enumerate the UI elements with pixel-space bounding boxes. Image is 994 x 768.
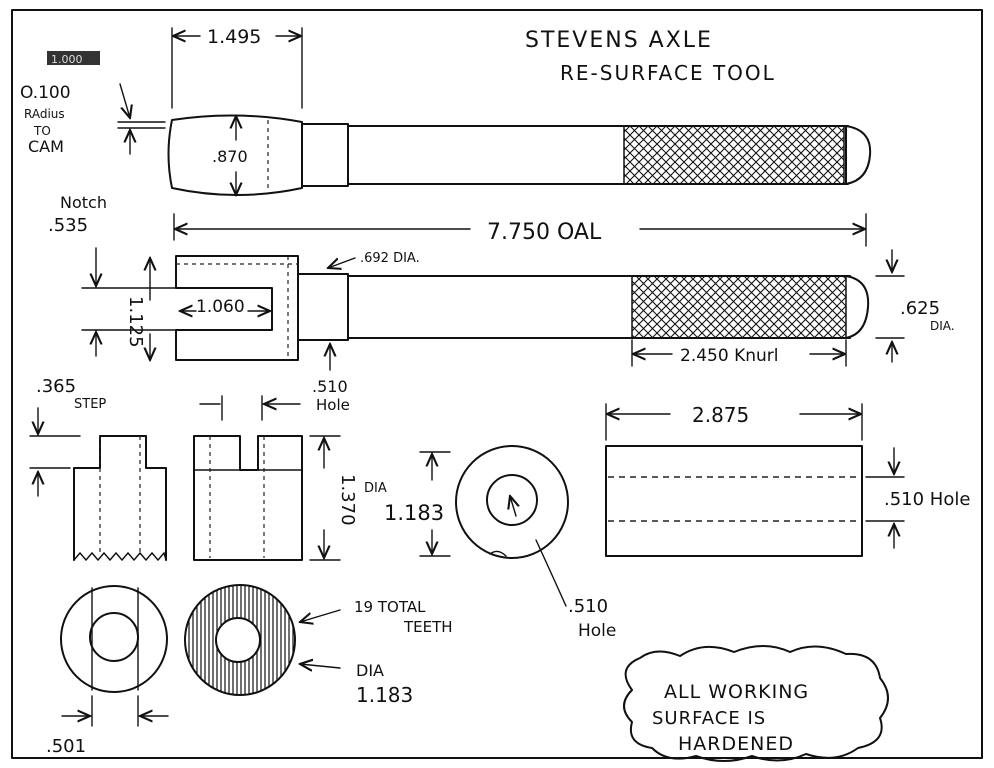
cutter-dia-label: DIA 1.183 <box>300 661 413 707</box>
tool-side-view <box>175 255 870 361</box>
svg-text:7.750 OAL: 7.750 OAL <box>487 220 602 245</box>
cutter-stepped-view <box>73 435 167 562</box>
svg-text:Hole: Hole <box>316 396 350 414</box>
dim-knurl-length: 2.450 Knurl <box>631 339 847 367</box>
svg-text:ALL WORKING: ALL WORKING <box>664 681 809 703</box>
dim-side-height: 1.125 <box>125 258 150 360</box>
svg-text:.870: .870 <box>212 147 248 166</box>
dim-tip-dia: .625 DIA. <box>875 249 955 363</box>
svg-text:O.100: O.100 <box>20 83 71 103</box>
svg-text:2.450 Knurl: 2.450 Knurl <box>680 346 778 366</box>
svg-text:.510 Hole: .510 Hole <box>884 489 970 510</box>
svg-text:.501: .501 <box>46 736 86 757</box>
svg-text:DIA: DIA <box>364 481 387 496</box>
bushing-dia-label: DIA 1.183 <box>364 451 451 557</box>
svg-text:TO: TO <box>33 124 51 138</box>
dim-head-dia: .870 <box>212 116 248 195</box>
bushing-side-hole-label: .510 Hole <box>865 447 970 549</box>
page-border <box>11 9 983 759</box>
svg-text:SURFACE IS: SURFACE IS <box>652 708 766 729</box>
svg-text:.535: .535 <box>48 215 88 236</box>
hardened-note: ALL WORKING SURFACE IS HARDENED <box>623 645 889 762</box>
dim-overall-length: 7.750 OAL <box>173 213 867 247</box>
svg-text:Notch: Notch <box>60 193 107 212</box>
step-label: .365 STEP <box>29 376 106 497</box>
teeth-label: 19 TOTAL TEETH <box>300 598 453 636</box>
bushing-end-view <box>455 445 569 559</box>
tool-top-view <box>167 114 872 196</box>
svg-text:1.370: 1.370 <box>337 474 358 526</box>
svg-text:.510: .510 <box>312 377 348 396</box>
svg-text:HARDENED: HARDENED <box>678 733 794 755</box>
stamp-mark: 1.000 <box>47 51 100 66</box>
svg-text:.365: .365 <box>36 376 76 397</box>
title-line1: STEVENS AXLE <box>525 28 713 53</box>
slot-hole-label: .510 Hole <box>199 377 350 421</box>
cutter-slotted-view <box>193 435 303 561</box>
notch-label: Notch .535 <box>48 193 177 357</box>
svg-text:1.183: 1.183 <box>384 501 444 525</box>
dim-notch-depth: 1.060 <box>180 297 270 317</box>
cutter-teeth-end-view <box>184 584 296 696</box>
dim-bushing-length: 2.875 <box>605 403 863 441</box>
dim-shaft-dia: .692 DIA. <box>328 251 420 371</box>
svg-text:DIA: DIA <box>356 661 384 680</box>
svg-text:1.125: 1.125 <box>125 296 146 348</box>
svg-text:1.183: 1.183 <box>356 683 413 707</box>
svg-text:RAdius: RAdius <box>24 107 65 121</box>
cutter-end-view <box>60 585 168 693</box>
svg-text:19 TOTAL: 19 TOTAL <box>354 598 426 616</box>
svg-text:1.060: 1.060 <box>196 297 245 317</box>
bushing-side-view <box>605 445 863 557</box>
svg-text:STEP: STEP <box>74 397 106 412</box>
svg-text:Hole: Hole <box>578 621 616 641</box>
svg-text:.692 DIA.: .692 DIA. <box>360 251 420 266</box>
dim-bore: .501 <box>46 695 169 757</box>
dim-cutter-height: 1.370 <box>309 435 358 561</box>
bushing-hole-label: .510 Hole <box>535 539 616 641</box>
svg-text:.510: .510 <box>568 596 608 617</box>
radius-to-cam-label: O.100 RAdius TO CAM <box>20 83 166 156</box>
svg-text:1.000: 1.000 <box>51 53 83 66</box>
svg-text:.625: .625 <box>900 298 940 319</box>
title-line2: RE-SURFACE TOOL <box>560 61 776 85</box>
svg-text:CAM: CAM <box>28 137 64 156</box>
svg-text:1.495: 1.495 <box>207 26 261 48</box>
svg-text:DIA.: DIA. <box>930 319 955 333</box>
svg-text:2.875: 2.875 <box>692 403 749 427</box>
dim-head-length: 1.495 <box>171 26 303 109</box>
svg-text:TEETH: TEETH <box>403 618 453 636</box>
